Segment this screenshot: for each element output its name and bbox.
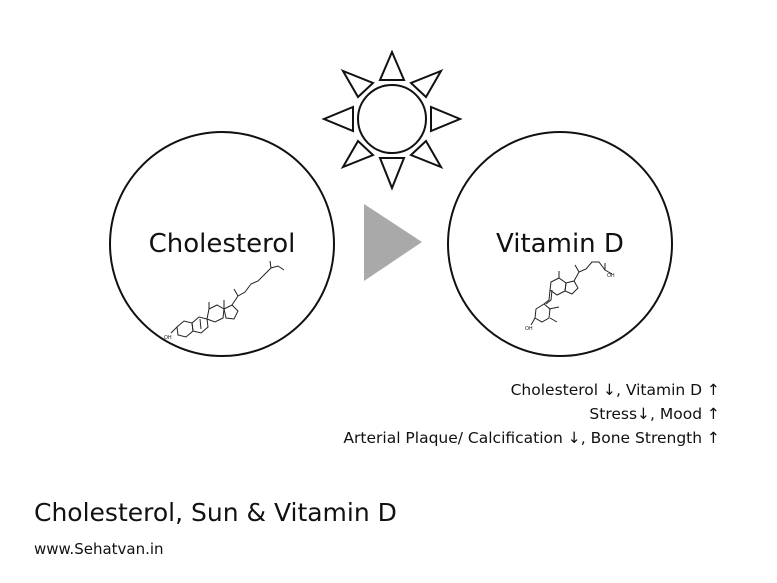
cholesterol-oh-label: OH (164, 335, 172, 341)
vitamin-d-circle (447, 131, 673, 357)
sun-ray (378, 157, 406, 191)
website-link[interactable]: www.Sehatvan.in (34, 540, 164, 558)
cholesterol-label: Cholesterol (149, 229, 296, 259)
sun-ray (321, 105, 354, 133)
effect-line: Cholesterol ↓, Vitamin D ↑ (510, 381, 720, 399)
effects-list: Cholesterol ↓, Vitamin D ↑ Stress↓, Mood… (343, 378, 720, 450)
play-arrow-icon (364, 204, 422, 281)
sun-ray (409, 68, 444, 99)
vitamin-d-molecule-icon (530, 261, 613, 326)
sun-ray (409, 139, 444, 170)
sun-ray (378, 49, 406, 81)
vitamin-d-label: Vitamin D (496, 229, 624, 259)
sun-ray (430, 105, 463, 133)
sun-ray (340, 139, 375, 170)
effect-line: Stress↓, Mood ↑ (589, 405, 720, 423)
sun-disc (357, 84, 427, 154)
cholesterol-molecule-icon (170, 260, 285, 338)
vitamin-d-oh-label: OH (607, 273, 615, 279)
cholesterol-circle (109, 131, 335, 357)
effect-line: Arterial Plaque/ Calcification ↓, Bone S… (343, 429, 720, 447)
sun-ray (340, 68, 375, 99)
page-title: Cholesterol, Sun & Vitamin D (34, 498, 397, 527)
sun-icon (321, 49, 463, 191)
vitamin-d-oh-label: OH (525, 326, 533, 332)
